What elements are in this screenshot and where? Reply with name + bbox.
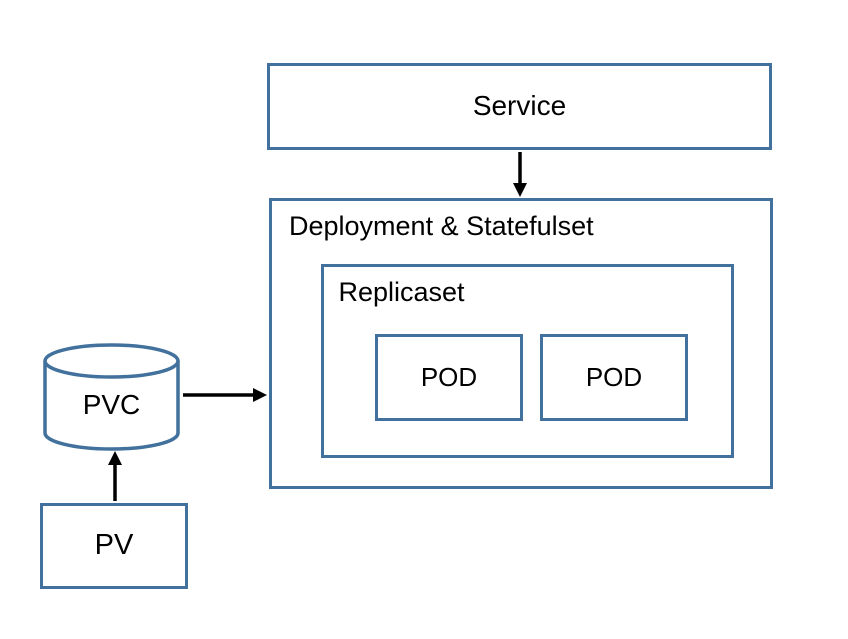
pv-label: PV	[94, 529, 134, 562]
replicaset-node: Replicaset POD POD	[320, 263, 734, 458]
service-label: Service	[472, 90, 567, 122]
pod-node-1: POD	[375, 334, 523, 421]
deployment-statefulset-node: Deployment & Statefulset Replicaset POD …	[269, 198, 773, 489]
pvc-label: PVC	[82, 388, 141, 420]
cylinder-shape	[43, 343, 180, 451]
deployment-statefulset-label: Deployment & Statefulset	[289, 211, 594, 241]
service-node: Service	[267, 63, 772, 150]
pv-node: PV	[40, 503, 188, 589]
replicaset-label: Replicaset	[338, 276, 465, 307]
pod-label-1: POD	[420, 362, 478, 393]
pvc-cylinder-node: PVC	[43, 343, 180, 452]
pod-node-2: POD	[540, 334, 688, 421]
pod-label-2: POD	[585, 362, 643, 393]
